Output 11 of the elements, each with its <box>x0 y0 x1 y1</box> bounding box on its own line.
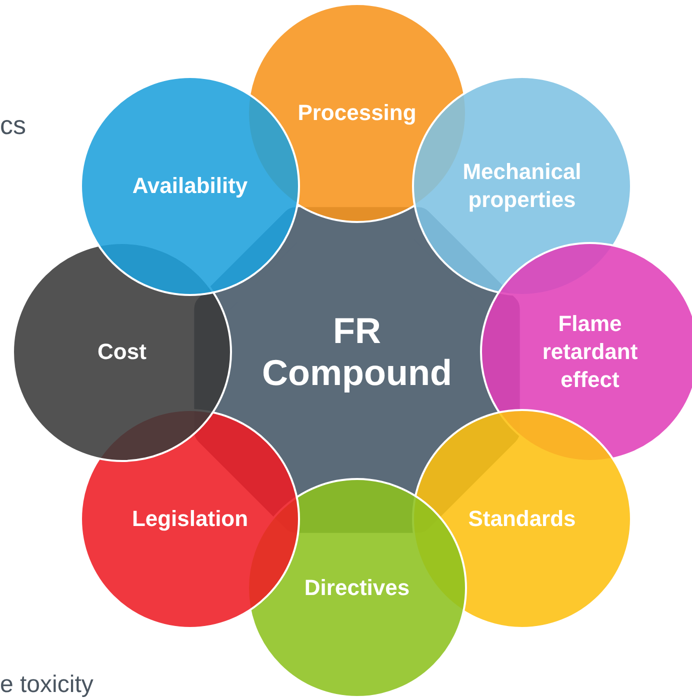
topic-label: Cost <box>98 338 146 366</box>
topic-label: Processing <box>298 99 416 127</box>
topic-label: Availability <box>132 172 248 200</box>
slide-text: e toxicity <box>0 672 94 698</box>
topic-label: Directives <box>304 574 410 602</box>
slide-text: cs <box>0 112 26 138</box>
topic-label: Mechanical properties <box>462 158 582 214</box>
hub-label: FR Compound <box>261 310 453 394</box>
topic-label: Legislation <box>132 505 248 533</box>
topic-label: Standards <box>468 505 576 533</box>
topic-label: Flame retardant effect <box>541 310 639 394</box>
